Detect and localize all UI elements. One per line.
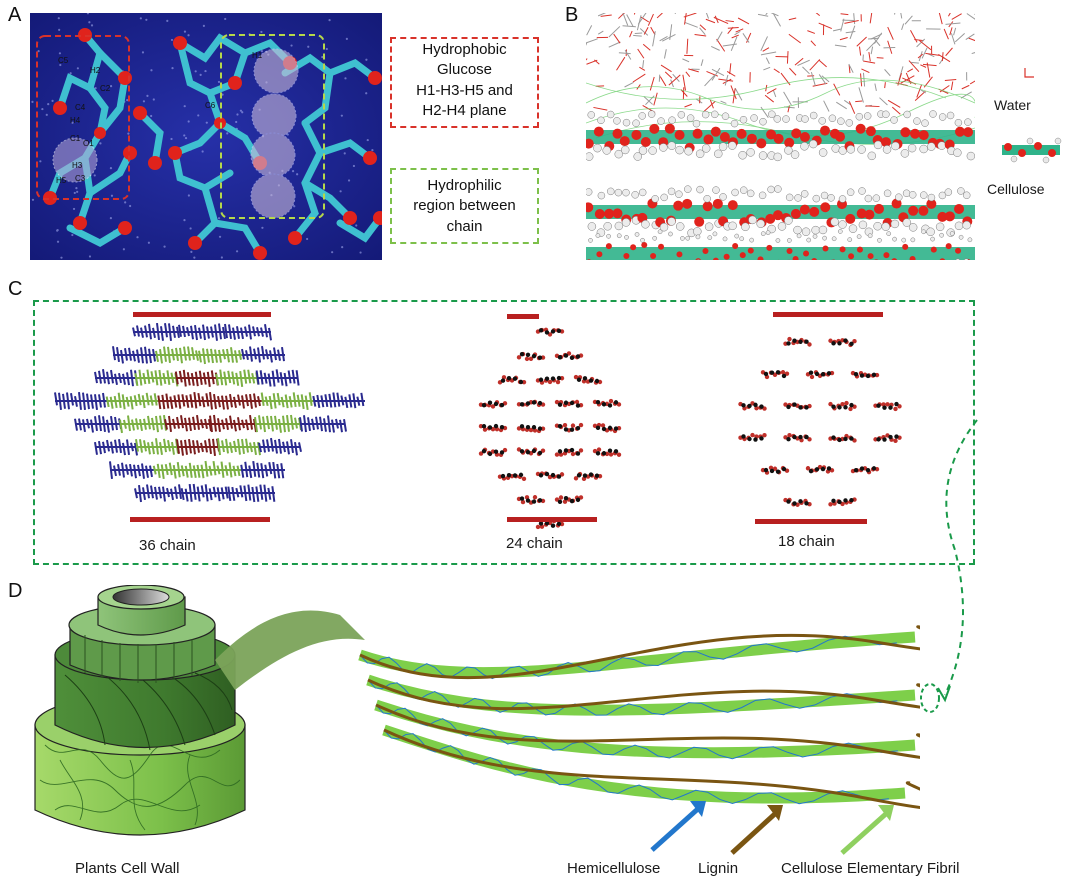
scale-bar-18-top [773, 312, 883, 317]
hemicellulose-arrow [650, 805, 702, 852]
hydrophobic-label-box: Hydrophobic Glucose H1-H3-H5 and H2-H4 p… [390, 37, 539, 128]
hydrophilic-label-box: Hydrophilic region between chain [390, 168, 539, 244]
panel-b-simulation-image [586, 13, 975, 260]
hydrophilic-line-3: chain [446, 217, 483, 235]
scale-bar-24-top [507, 314, 539, 319]
scale-bar-24-bottom [507, 517, 597, 522]
scale-bar-18-bottom [755, 519, 867, 524]
hydrophilic-line-1: Hydrophilic [427, 177, 502, 194]
atom-label: C6 [205, 101, 216, 110]
scale-bar-36-bottom [130, 517, 270, 522]
label-36-chain: 36 chain [139, 537, 196, 554]
hydrophobic-line-1: Hydrophobic [422, 41, 507, 58]
atom-label: H1 [252, 51, 263, 60]
atom-label: C5 [58, 56, 69, 65]
fibril-arrow [840, 810, 890, 855]
hydrophobic-line-3: H1-H3-H5 and [416, 81, 513, 99]
panel-letter-d: D [8, 580, 23, 602]
panel-c-chain-models [54, 312, 902, 530]
panel-c-dashed-frame [33, 300, 975, 565]
zoom-connector-arrow [920, 419, 978, 713]
hydrophobic-line-4: H2-H4 plane [422, 101, 507, 119]
scale-bar-36-top [133, 312, 271, 317]
panel-letter-c: C [8, 278, 23, 300]
hydrophobic-line-2: Glucose [436, 61, 493, 79]
lignin-arrow [730, 810, 779, 855]
label-lignin: Lignin [698, 860, 739, 877]
cellulose-legend-icon [1002, 137, 1062, 164]
label-plants-cell-wall: Plants Cell Wall [75, 860, 180, 877]
atom-label: H2 [90, 66, 101, 75]
legend-cellulose-label: Cellulose [987, 181, 1045, 197]
atom-label: C3 [75, 174, 86, 183]
atom-label: H3 [72, 161, 83, 170]
label-cellulose-elementary-fibril: Cellulose Elementary Fibril [781, 860, 960, 877]
atom-label: C4 [75, 103, 86, 112]
atom-label: C1 [70, 134, 81, 143]
atom-label: C2 [100, 84, 111, 93]
panel-d-cell-wall-illustration [34, 585, 920, 855]
hydrophilic-line-2: region between [413, 197, 516, 215]
atom-label: H4 [70, 116, 81, 125]
label-24-chain: 24 chain [506, 535, 563, 552]
atom-label: O1 [83, 139, 94, 148]
label-hemicellulose: Hemicellulose [567, 860, 661, 877]
panel-letter-a: A [8, 4, 22, 26]
label-18-chain: 18 chain [778, 533, 835, 550]
water-legend-icon [1024, 68, 1034, 78]
panel-letter-b: B [565, 4, 579, 26]
atom-label: H5 [56, 176, 67, 185]
legend-water-label: Water [994, 97, 1031, 113]
